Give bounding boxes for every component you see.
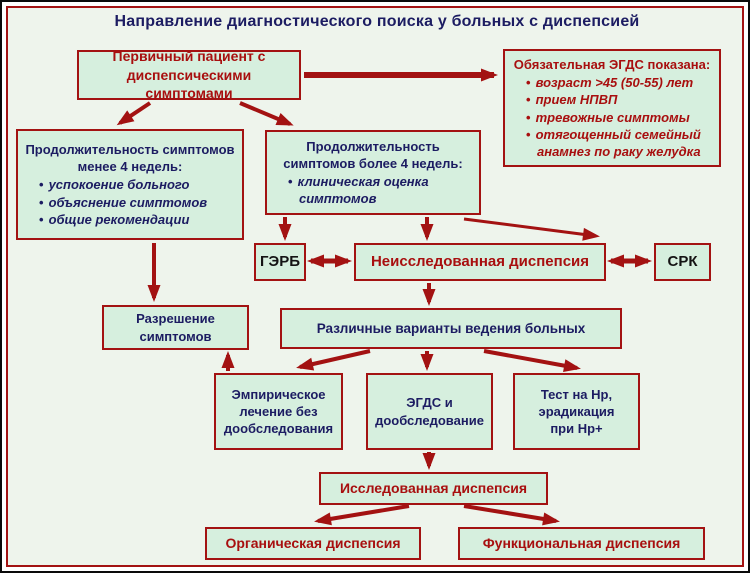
arrow-variants-to-empirical bbox=[296, 349, 371, 371]
arrow-investigated-to-functional bbox=[463, 504, 560, 526]
node-investigated-dyspepsia: Исследованная диспепсия bbox=[319, 472, 548, 505]
arrow-primary-to-less4 bbox=[116, 101, 152, 126]
node-uninvestigated-dyspepsia: Неисследованная диспепсия bbox=[354, 243, 606, 281]
bullet-item: тревожные симптомы bbox=[526, 109, 712, 126]
node-empirical-treatment: Эмпирическое лечение без дообследования bbox=[214, 373, 343, 450]
page-title: Направление диагностического поиска у бо… bbox=[114, 13, 640, 30]
node-less-4-weeks: Продолжительность симптомов менее 4 неде… bbox=[16, 129, 244, 240]
arrow-variants-to-hp bbox=[483, 349, 581, 373]
node-management-variants: Различные варианты ведения больных bbox=[280, 308, 622, 349]
node-gerd: ГЭРБ bbox=[254, 243, 306, 281]
node-ibs: СРК bbox=[654, 243, 711, 281]
node-more-4-weeks: Продолжительность симптомов более 4 неде… bbox=[265, 130, 481, 215]
bullet-item: успокоение больного bbox=[39, 176, 235, 193]
node-primary-patient: Первичный пациент с диспепсическими симп… bbox=[77, 48, 301, 101]
bullet-item: возраст >45 (50-55) лет bbox=[526, 74, 712, 91]
arrow-primary-to-more4 bbox=[239, 101, 294, 126]
node-title: Обязательная ЭГДС показана: bbox=[513, 57, 711, 73]
bullet-item: общие рекомендации bbox=[39, 211, 235, 228]
bullet-item: отягощенный семейный анамнез по раку жел… bbox=[526, 126, 712, 160]
node-organic-dyspepsia: Органическая диспепсия bbox=[205, 527, 421, 560]
node-symptom-resolution: Разрешение симптомов bbox=[102, 305, 249, 350]
bullet-item: объяснение симптомов bbox=[39, 194, 235, 211]
node-hp-test: Тест на Нр, эрадикация при Нр+ bbox=[513, 373, 640, 450]
node-egds-mandatory: Обязательная ЭГДС показана: возраст >45 … bbox=[503, 49, 721, 167]
arrow-investigated-to-organic bbox=[314, 504, 410, 526]
node-egds-followup: ЭГДС и дообследование bbox=[366, 373, 493, 450]
node-functional-dyspepsia: Функциональная диспепсия bbox=[458, 527, 705, 560]
bullet-item: прием НПВП bbox=[526, 91, 712, 108]
node-title: Продолжительность симптомов более 4 неде… bbox=[283, 138, 463, 171]
node-title: Продолжительность симптомов менее 4 неде… bbox=[25, 142, 235, 175]
bullet-item: клиническая оценка симптомов bbox=[288, 173, 472, 207]
arrow-more4-diagonal bbox=[463, 217, 600, 241]
